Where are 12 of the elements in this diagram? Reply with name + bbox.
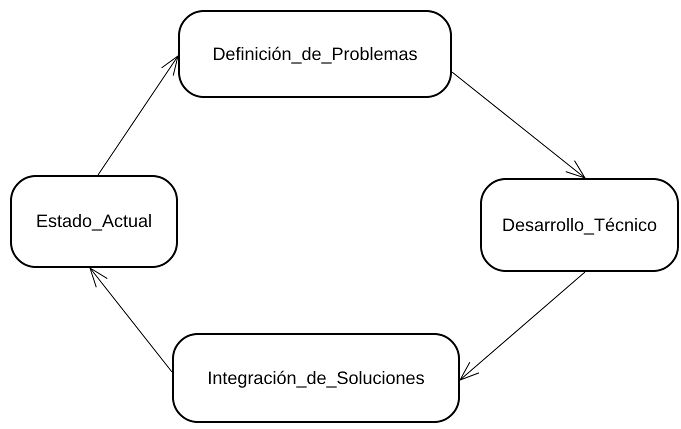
process-box — [178, 10, 452, 98]
arrow — [452, 72, 586, 178]
arrow — [98, 56, 178, 176]
node-label: Definición_de_Problemas — [212, 44, 418, 64]
arrow — [460, 272, 586, 380]
node-label: Integración_de_Soluciones — [207, 368, 425, 388]
process-box — [480, 178, 679, 272]
node-label: Estado_Actual — [36, 211, 152, 232]
process-box — [172, 333, 460, 423]
arrow — [90, 268, 172, 372]
process-box — [10, 175, 178, 268]
node-label: Desarrollo_Técnico — [502, 214, 658, 236]
